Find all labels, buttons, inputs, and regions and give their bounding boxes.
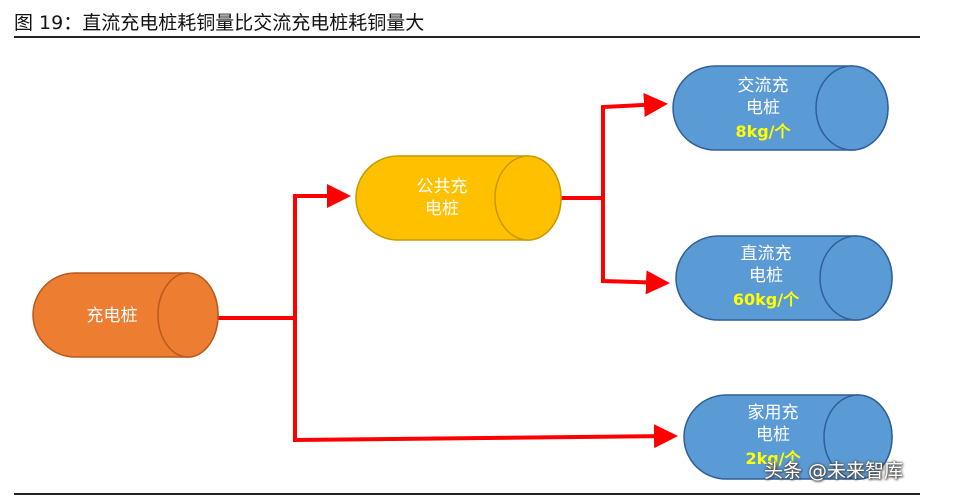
node-label-line2: 电桩 [425, 199, 459, 219]
node-home-charging-pile: 家用充 电桩 2kg/个 [683, 394, 893, 480]
node-label: 充电桩 [87, 306, 138, 326]
node-label-line1: 直流充 [741, 244, 792, 264]
node-public-charging-pile: 公共充 电桩 [355, 155, 562, 241]
connector-root-to-public [188, 184, 351, 320]
node-dc-charging-pile: 直流充 电桩 60kg/个 [675, 235, 893, 321]
node-copper-value: 60kg/个 [733, 290, 800, 309]
node-ac-charging-pile: 交流充 电桩 8kg/个 [672, 65, 889, 151]
connectors [188, 92, 678, 449]
node-label-line1: 公共充 [417, 177, 468, 197]
connector-public-to-ac [535, 92, 668, 200]
cylinder-end [494, 155, 562, 241]
connector-root-to-home [293, 318, 678, 449]
watermark: 头条 @未来智库 [764, 460, 904, 482]
cylinder-end [819, 235, 893, 321]
node-charging-pile: 充电桩 [32, 272, 219, 358]
cylinder-end [157, 272, 219, 358]
node-label-line1: 家用充 [748, 403, 799, 423]
top-rule [14, 36, 920, 38]
bottom-rule [14, 493, 920, 495]
cylinder-end [815, 65, 889, 151]
connector-public-to-dc [601, 198, 670, 295]
node-label-line2: 电桩 [756, 425, 790, 445]
cylinder-end [823, 394, 893, 480]
node-label-line2: 电桩 [749, 266, 783, 286]
node-copper-value: 8kg/个 [735, 122, 791, 141]
figure-title: 图 19：直流充电桩耗铜量比交流充电桩耗铜量大 [14, 12, 425, 34]
node-label-line2: 电桩 [746, 98, 780, 118]
node-label-line1: 交流充 [738, 76, 789, 96]
node-copper-value: 2kg/个 [745, 449, 801, 468]
